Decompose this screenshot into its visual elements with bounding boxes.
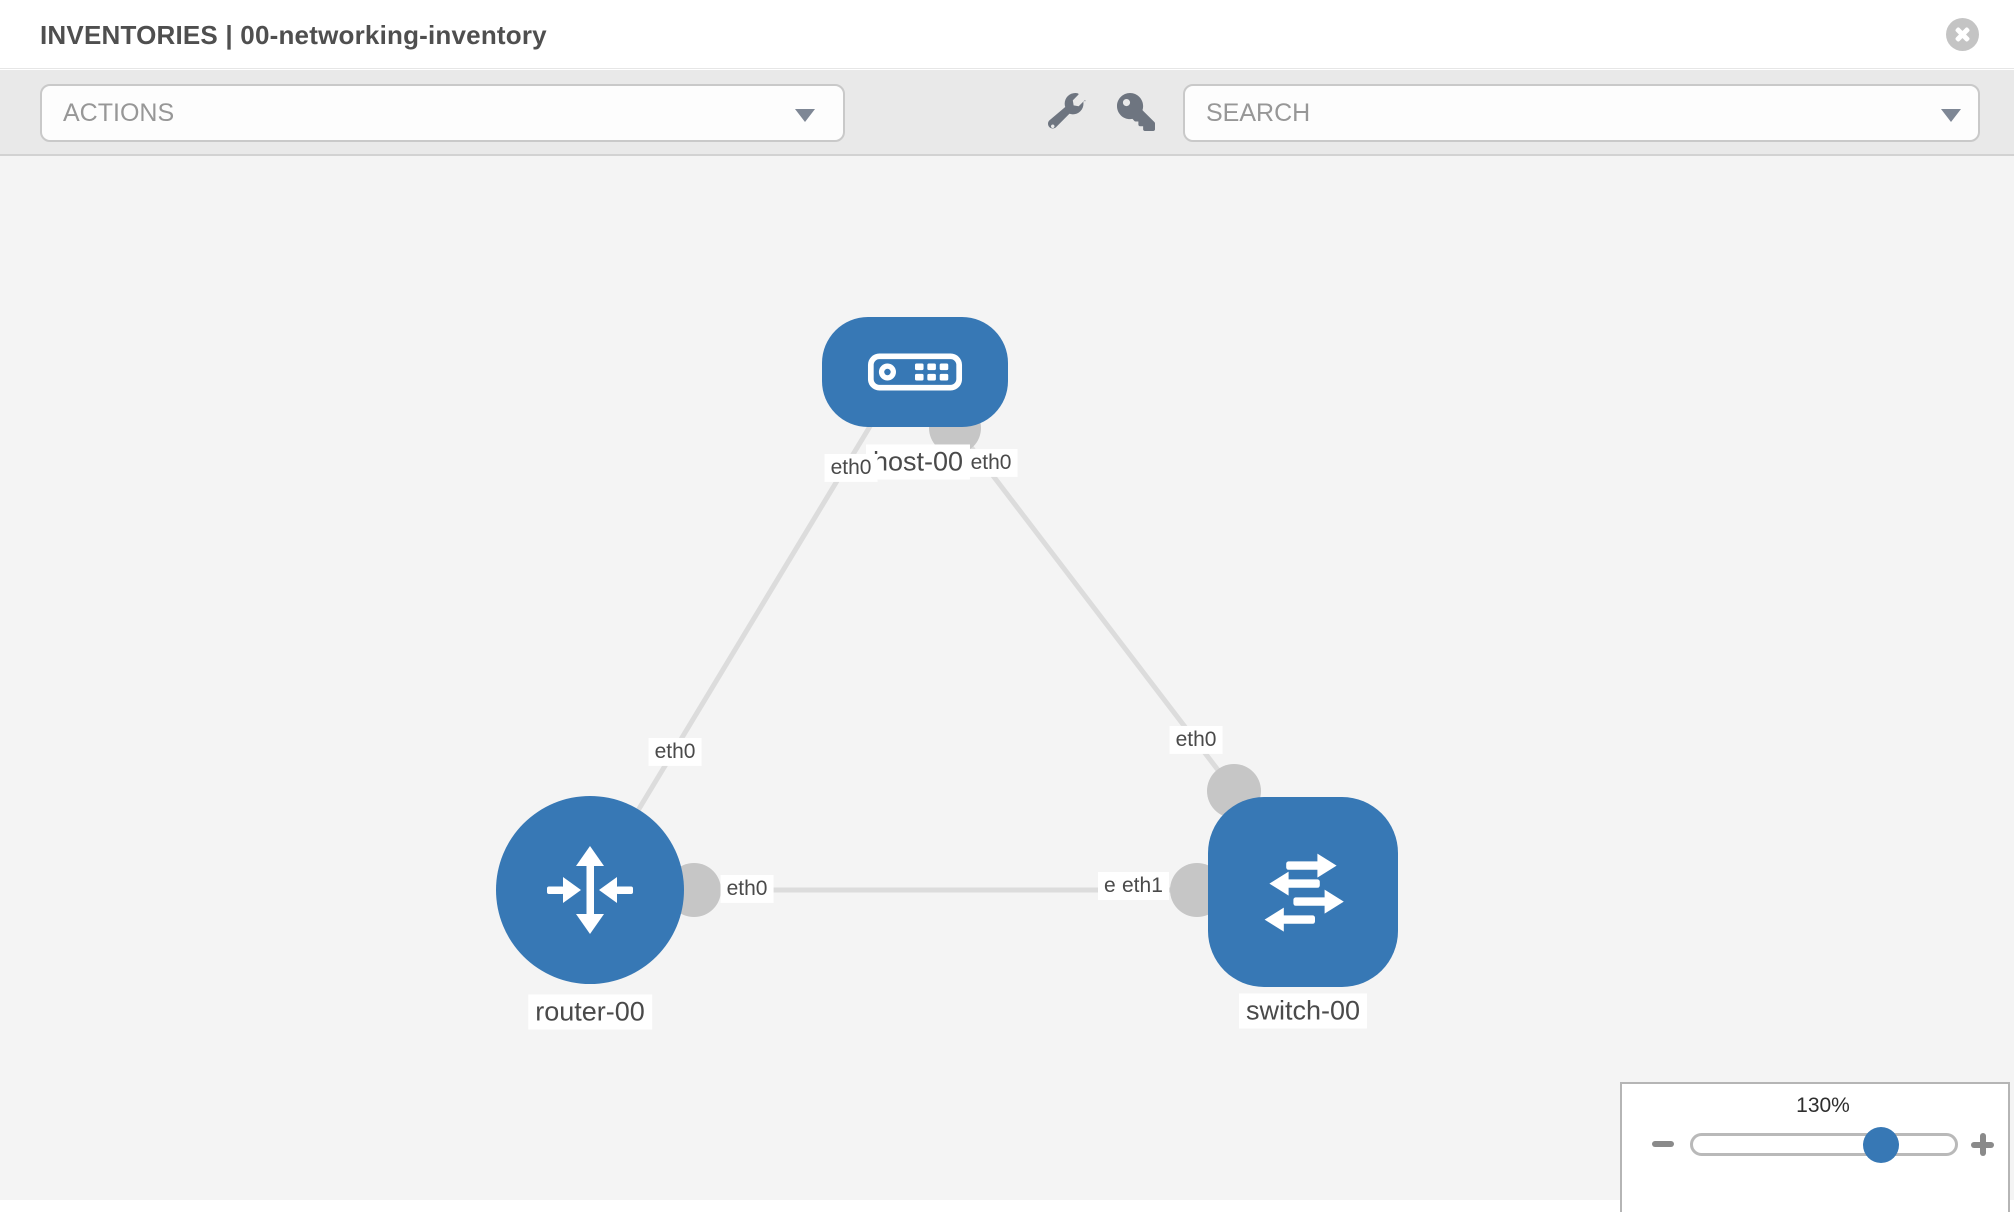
node-label-switch: switch-00	[1238, 993, 1368, 1029]
chevron-down-icon	[1941, 109, 1961, 122]
key-icon[interactable]	[1117, 93, 1155, 131]
page-title: INVENTORIES | 00-networking-inventory	[40, 20, 547, 50]
chevron-down-icon	[795, 109, 815, 122]
toolbar: ACTIONS	[0, 70, 2014, 156]
zoom-out-icon[interactable]	[1652, 1141, 1674, 1147]
node-label-router: router-00	[528, 994, 652, 1030]
node-host-00[interactable]	[822, 317, 1008, 427]
close-icon[interactable]	[1946, 18, 1979, 51]
interface-label: eth0	[720, 874, 774, 904]
search-input[interactable]	[1206, 92, 1906, 134]
interface-label: eth0	[824, 453, 878, 483]
header-bar: INVENTORIES | 00-networking-inventory	[0, 0, 2014, 69]
router-icon	[547, 846, 633, 934]
actions-dropdown-label: ACTIONS	[63, 99, 175, 127]
zoom-slider-thumb[interactable]	[1863, 1127, 1899, 1163]
node-label-host: host-00	[865, 444, 971, 480]
topology-canvas[interactable]: host-00 router-00 switch-00 eth0 eth0 et…	[0, 156, 2014, 1200]
switch-icon	[1264, 853, 1344, 932]
host-icon	[867, 353, 963, 391]
interface-label: eth0	[964, 448, 1018, 478]
edges-layer	[587, 402, 1303, 917]
node-router-00[interactable]	[496, 796, 684, 984]
zoom-level: 130%	[1796, 1094, 1850, 1117]
zoom-in-icon[interactable]	[1971, 1133, 1994, 1156]
zoom-panel: 130%	[1620, 1082, 2010, 1212]
node-switch-00[interactable]	[1208, 797, 1398, 987]
search-box[interactable]	[1183, 84, 1980, 142]
interface-label: eth0	[1169, 725, 1223, 755]
actions-dropdown[interactable]: ACTIONS	[40, 84, 845, 142]
wrench-icon[interactable]	[1047, 93, 1086, 131]
interface-label: eth1	[1116, 872, 1169, 901]
zoom-slider-track[interactable]	[1690, 1133, 1958, 1156]
interface-label: eth0	[648, 737, 702, 767]
